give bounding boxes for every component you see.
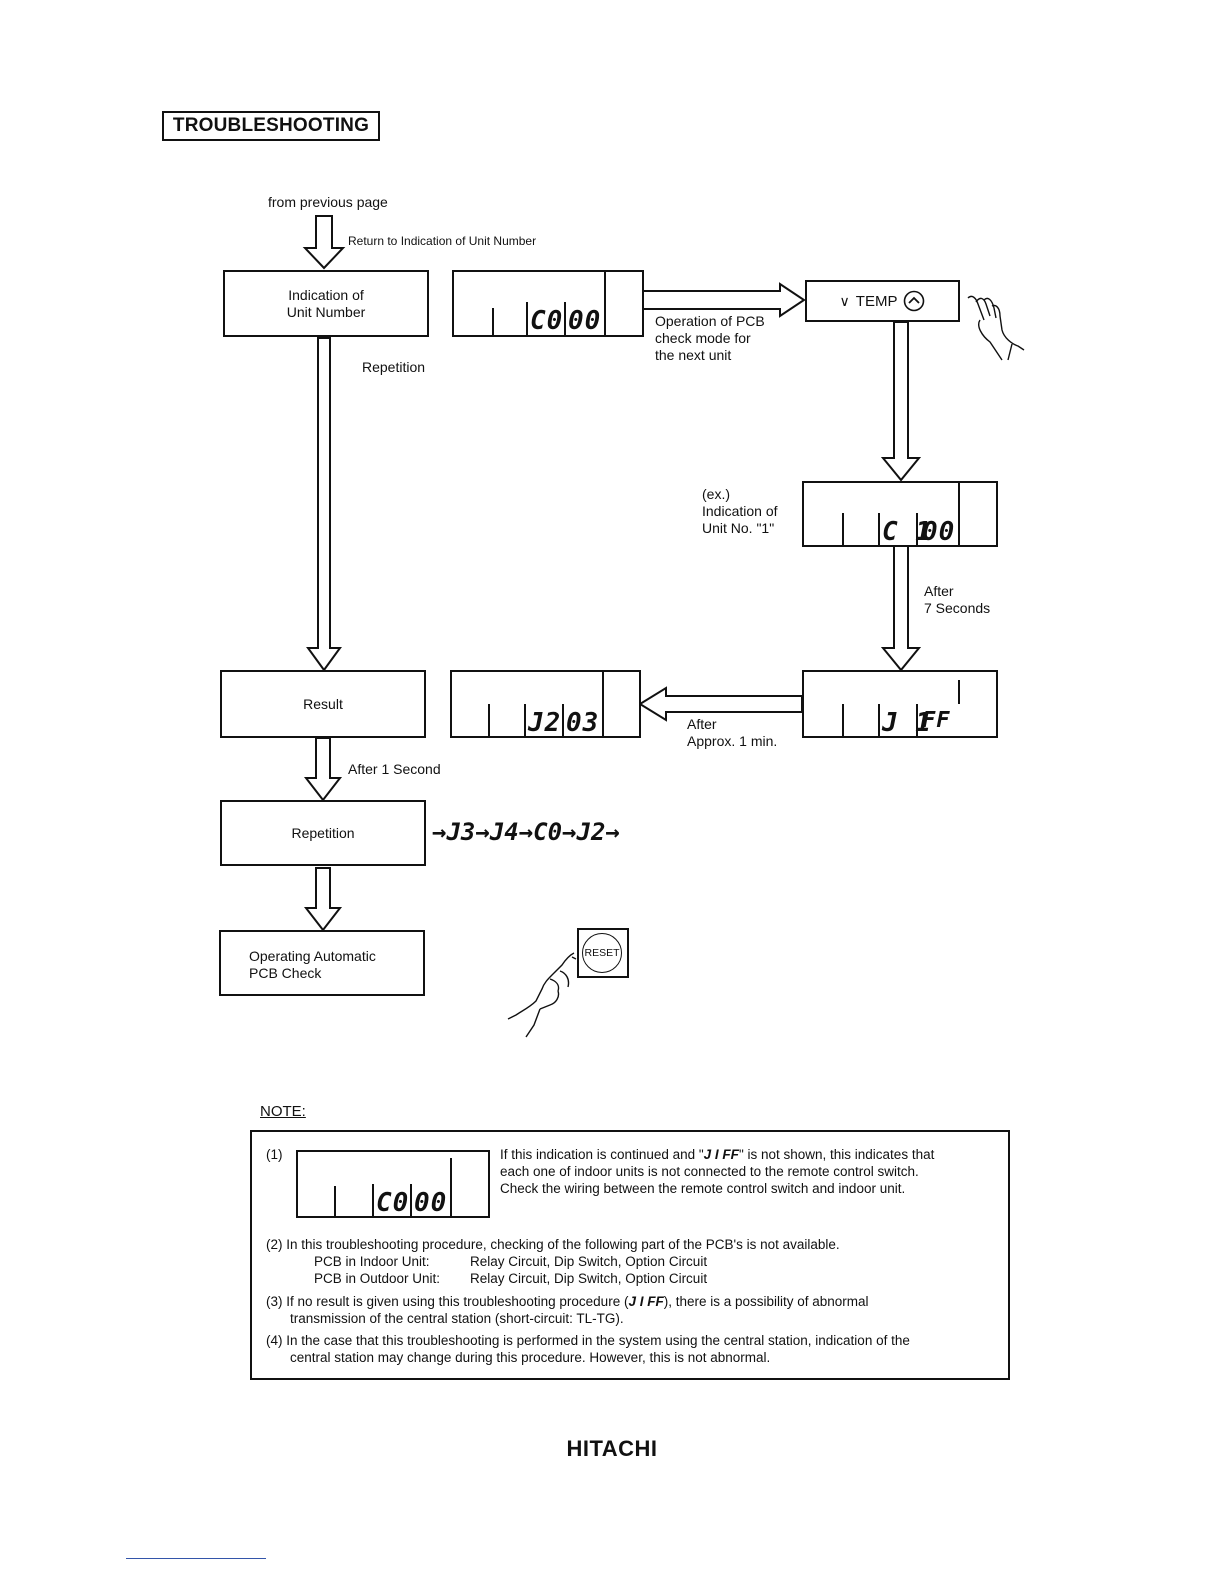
arrow-temp-to-c1 xyxy=(880,321,922,482)
note-3-text: (3) If no result is given using this tro… xyxy=(266,1294,869,1326)
repetition-side-label: Repetition xyxy=(362,359,426,375)
box-result: Result xyxy=(220,670,426,738)
note-display-left: C0 xyxy=(376,1188,410,1218)
display-j1-left: J 1 xyxy=(882,708,932,738)
temp-label: TEMP xyxy=(855,292,898,310)
from-previous-label: from previous page xyxy=(268,194,388,210)
after-7-seconds-label: After 7 Seconds xyxy=(924,583,991,616)
reset-button[interactable]: RESET xyxy=(577,928,629,978)
note-1-text: If this indication is continued and "J I… xyxy=(500,1147,935,1196)
note-1-number: (1) xyxy=(266,1147,283,1162)
display-j2-03: J2 03 xyxy=(450,670,641,738)
footer-rule xyxy=(126,1558,266,1559)
arrow-indication-to-result xyxy=(306,337,342,672)
example-unit-label: (ex.) Indication of Unit No. "1" xyxy=(702,486,778,536)
temp-button[interactable]: ∨ TEMP xyxy=(805,280,960,322)
display-c1-left: C 1 xyxy=(882,517,932,547)
reset-label: RESET xyxy=(582,933,622,973)
display-j2-left: J2 xyxy=(528,708,562,738)
display-j1-ff: J 1 FF xyxy=(802,670,998,738)
brand-logo-text: HITACHI xyxy=(566,1436,658,1461)
up-circle-icon xyxy=(904,290,925,312)
display-c0-right: 00 xyxy=(568,306,602,336)
arrow-result-to-repetition xyxy=(303,737,343,802)
note-display-c0-00: C0 00 xyxy=(296,1150,490,1218)
note-2-text: (2) In this troubleshooting procedure, c… xyxy=(266,1237,840,1286)
box-indication-unit-number: Indication of Unit Number xyxy=(223,270,429,337)
arrow-into-indication xyxy=(302,215,346,270)
box-operating-automatic-pcb-check: Operating Automatic PCB Check xyxy=(219,930,425,996)
chevron-down-icon: ∨ xyxy=(839,292,850,309)
display-j2-right: 03 xyxy=(566,708,600,738)
code-sequence: →J3→J4→C0→J2→ xyxy=(432,818,620,846)
return-label: Return to Indication of Unit Number xyxy=(348,234,537,248)
box-repetition: Repetition xyxy=(220,800,426,866)
display-c1-right: 00 xyxy=(922,517,956,547)
hand-press-icon xyxy=(507,952,577,1038)
operation-pcb-label: Operation of PCB check mode for the next… xyxy=(655,313,765,363)
note-display-right: 00 xyxy=(414,1188,448,1218)
after-1-min-label: After Approx. 1 min. xyxy=(687,716,778,749)
hand-pointer-icon xyxy=(967,295,1025,361)
after-1-second-label: After 1 Second xyxy=(348,761,441,777)
note-heading: NOTE: xyxy=(260,1103,306,1120)
page-title: TROUBLESHOOTING xyxy=(162,111,380,141)
note-4-text: (4) In the case that this troubleshootin… xyxy=(266,1333,910,1365)
arrow-repetition-to-operating xyxy=(303,867,343,932)
arrow-c1-to-j1 xyxy=(880,545,922,672)
display-j1-right: FF xyxy=(922,708,951,733)
arrow-j1-to-j2 xyxy=(638,686,803,722)
note-box: (1) C0 00 If this indication is continue… xyxy=(250,1130,1010,1380)
arrow-display-to-temp xyxy=(642,282,806,318)
display-c1-00: C 1 00 xyxy=(802,481,998,547)
display-c0-left: C0 xyxy=(530,306,564,336)
display-c0-00: C0 00 xyxy=(452,270,644,337)
